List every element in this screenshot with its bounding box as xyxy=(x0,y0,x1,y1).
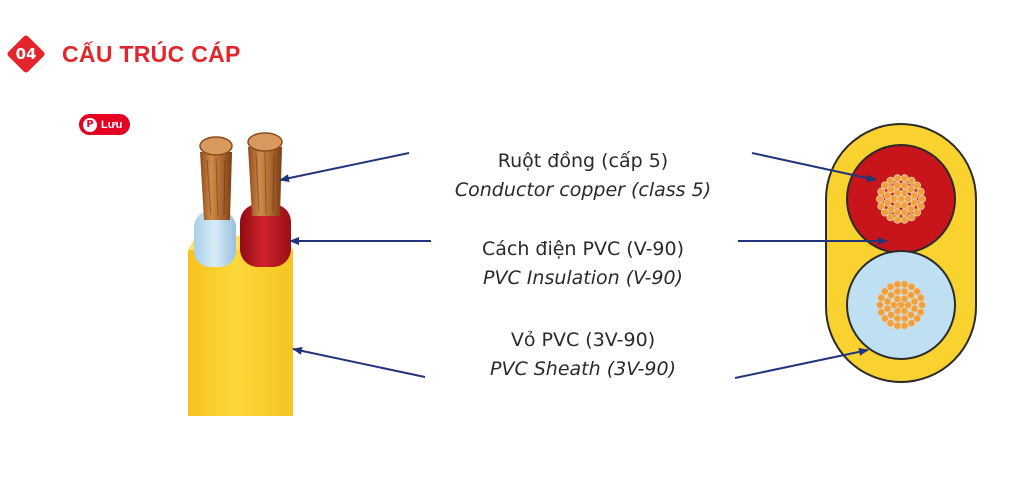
step-number: 04 xyxy=(15,45,37,63)
copper-strand xyxy=(880,314,889,323)
label-sheath-vi: Vỏ PVC (3V-90) xyxy=(510,329,656,351)
copper-strand xyxy=(910,297,919,306)
copper-strand xyxy=(890,300,899,309)
copper-strand xyxy=(916,202,925,211)
copper-strand xyxy=(880,208,889,217)
label-conductor-en: Conductor copper (class 5) xyxy=(454,179,712,201)
copper-strand xyxy=(900,215,909,224)
copper-strand xyxy=(900,321,909,330)
copper-strand xyxy=(887,204,896,213)
label-insulation-en: PVC Insulation (V-90) xyxy=(483,267,683,289)
copper-strand xyxy=(900,174,909,183)
copper-strand xyxy=(893,181,902,190)
cable-3d-view xyxy=(188,132,293,416)
copper-strand xyxy=(900,280,909,289)
copper-strand xyxy=(916,187,925,196)
copper-strand xyxy=(893,294,902,303)
copper-strand xyxy=(900,201,909,210)
copper-strand xyxy=(886,282,895,291)
copper-strand xyxy=(880,181,889,190)
leader-arrows xyxy=(279,152,888,379)
copper-strand xyxy=(883,191,892,200)
copper-strand xyxy=(918,300,927,309)
copper-strand xyxy=(877,187,886,196)
copper-strand xyxy=(900,208,909,217)
copper-strand-right-top xyxy=(247,132,283,152)
copper-strand xyxy=(907,176,916,185)
copper-strand xyxy=(886,213,895,222)
step-number-badge: 04 xyxy=(6,34,46,74)
copper-strand xyxy=(886,176,895,185)
copper-strand xyxy=(883,297,892,306)
arrow-conductor-left xyxy=(279,152,410,183)
pinterest-icon: P xyxy=(83,117,97,132)
copper-strand xyxy=(887,185,896,194)
section-title: CẤU TRÚC CÁP xyxy=(62,40,241,67)
copper-strand xyxy=(907,213,916,222)
label-insulation: Cách điện PVC (V-90) PVC Insulation (V-9… xyxy=(403,235,763,293)
cable-cross-section xyxy=(825,123,977,383)
copper-strand xyxy=(877,308,886,317)
copper-strand xyxy=(893,287,902,296)
copper-strand xyxy=(906,204,915,213)
sheath-3d xyxy=(188,250,293,416)
arrow-conductor-right xyxy=(751,152,877,182)
copper-strand xyxy=(904,300,913,309)
copper-strand xyxy=(893,215,902,224)
blue-insulation-3d xyxy=(194,211,236,267)
pinterest-save-button[interactable]: P Lưu xyxy=(79,114,131,135)
copper-strands-top xyxy=(876,174,927,224)
copper-strand xyxy=(887,291,896,300)
copper-strand xyxy=(913,181,922,190)
copper-strand xyxy=(913,314,922,323)
label-sheath: Vỏ PVC (3V-90) PVC Sheath (3V-90) xyxy=(403,326,763,384)
copper-strand xyxy=(916,308,925,317)
copper-strand xyxy=(913,208,922,217)
copper-strand xyxy=(880,287,889,296)
copper-strand xyxy=(893,280,902,289)
arrow-sheath-right xyxy=(734,347,869,379)
copper-strand-left-top xyxy=(199,136,233,156)
copper-strand xyxy=(907,319,916,328)
label-insulation-vi: Cách điện PVC (V-90) xyxy=(481,238,685,260)
copper-strand xyxy=(886,319,895,328)
copper-strand xyxy=(893,174,902,183)
copper-strands-bottom xyxy=(876,280,927,330)
label-conductor-vi: Ruột đồng (cấp 5) xyxy=(497,150,669,172)
copper-strand xyxy=(916,293,925,302)
copper-strand xyxy=(877,293,886,302)
copper-strand xyxy=(910,191,919,200)
copper-strand xyxy=(900,294,909,303)
copper-strand xyxy=(906,310,915,319)
copper-strand xyxy=(877,202,886,211)
copper-strand xyxy=(906,185,915,194)
red-insulation-3d xyxy=(240,204,291,267)
copper-strand xyxy=(900,188,909,197)
copper-strand xyxy=(887,310,896,319)
copper-strand xyxy=(900,307,909,316)
save-button-label: Lưu xyxy=(101,118,123,131)
copper-strand xyxy=(876,300,885,309)
label-sheath-en: PVC Sheath (3V-90) xyxy=(489,358,677,380)
copper-strand xyxy=(918,194,927,203)
copper-strand xyxy=(904,194,913,203)
copper-strand xyxy=(876,194,885,203)
copper-strand xyxy=(893,188,902,197)
copper-strand xyxy=(900,314,909,323)
copper-strand xyxy=(913,287,922,296)
copper-strand xyxy=(893,321,902,330)
copper-strand xyxy=(907,282,916,291)
section-header: 04 CẤU TRÚC CÁP xyxy=(6,34,241,74)
copper-strand xyxy=(890,194,899,203)
label-conductor: Ruột đồng (cấp 5) Conductor copper (clas… xyxy=(403,147,763,205)
copper-strand xyxy=(906,291,915,300)
arrow-sheath-left xyxy=(292,346,426,378)
